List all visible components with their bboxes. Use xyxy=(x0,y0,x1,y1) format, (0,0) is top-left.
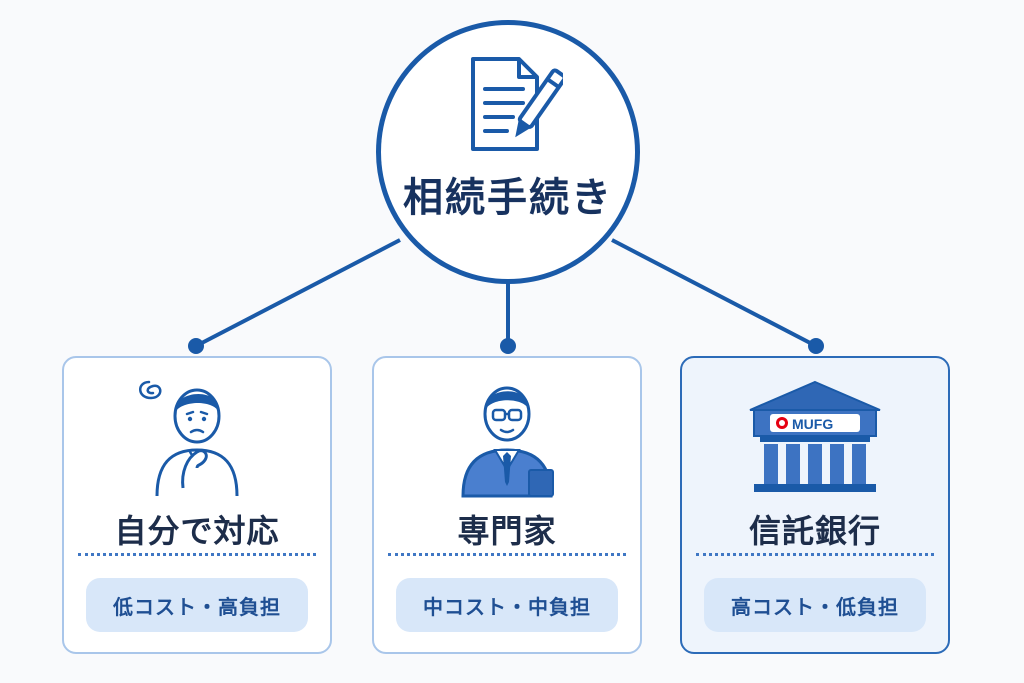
connector-dot-self xyxy=(188,338,204,354)
option-card-bank: MUFG 信託銀行 高コスト・低負担 xyxy=(680,356,950,654)
option-card-expert: 専門家 中コスト・中負担 xyxy=(372,356,642,654)
dotted-divider xyxy=(78,553,316,556)
option-title: 信託銀行 xyxy=(748,512,881,550)
option-title: 自分で対応 xyxy=(114,512,280,550)
worried-person-icon xyxy=(64,368,330,498)
connector-dot-bank xyxy=(808,338,824,354)
mufg-logo xyxy=(770,414,860,432)
connector-dot-expert xyxy=(500,338,516,354)
option-title: 専門家 xyxy=(457,512,557,550)
logo-text: MUFG xyxy=(792,416,833,432)
bank-building-icon: MUFG xyxy=(682,368,948,498)
document-pen-icon xyxy=(467,55,567,159)
cost-badge: 中コスト・中負担 xyxy=(396,578,618,632)
professional-person-icon xyxy=(374,368,640,498)
dotted-divider xyxy=(388,553,626,556)
dotted-divider xyxy=(696,553,934,556)
cost-badge: 高コスト・低負担 xyxy=(704,578,926,632)
cost-badge: 低コスト・高負担 xyxy=(86,578,308,632)
hub-title: 相続手続き xyxy=(403,175,613,221)
option-card-self: 自分で対応 低コスト・高負担 xyxy=(62,356,332,654)
hub-circle: 相続手続き xyxy=(376,20,640,284)
connector-line-bank xyxy=(611,238,817,348)
connector-line-self xyxy=(195,238,401,348)
